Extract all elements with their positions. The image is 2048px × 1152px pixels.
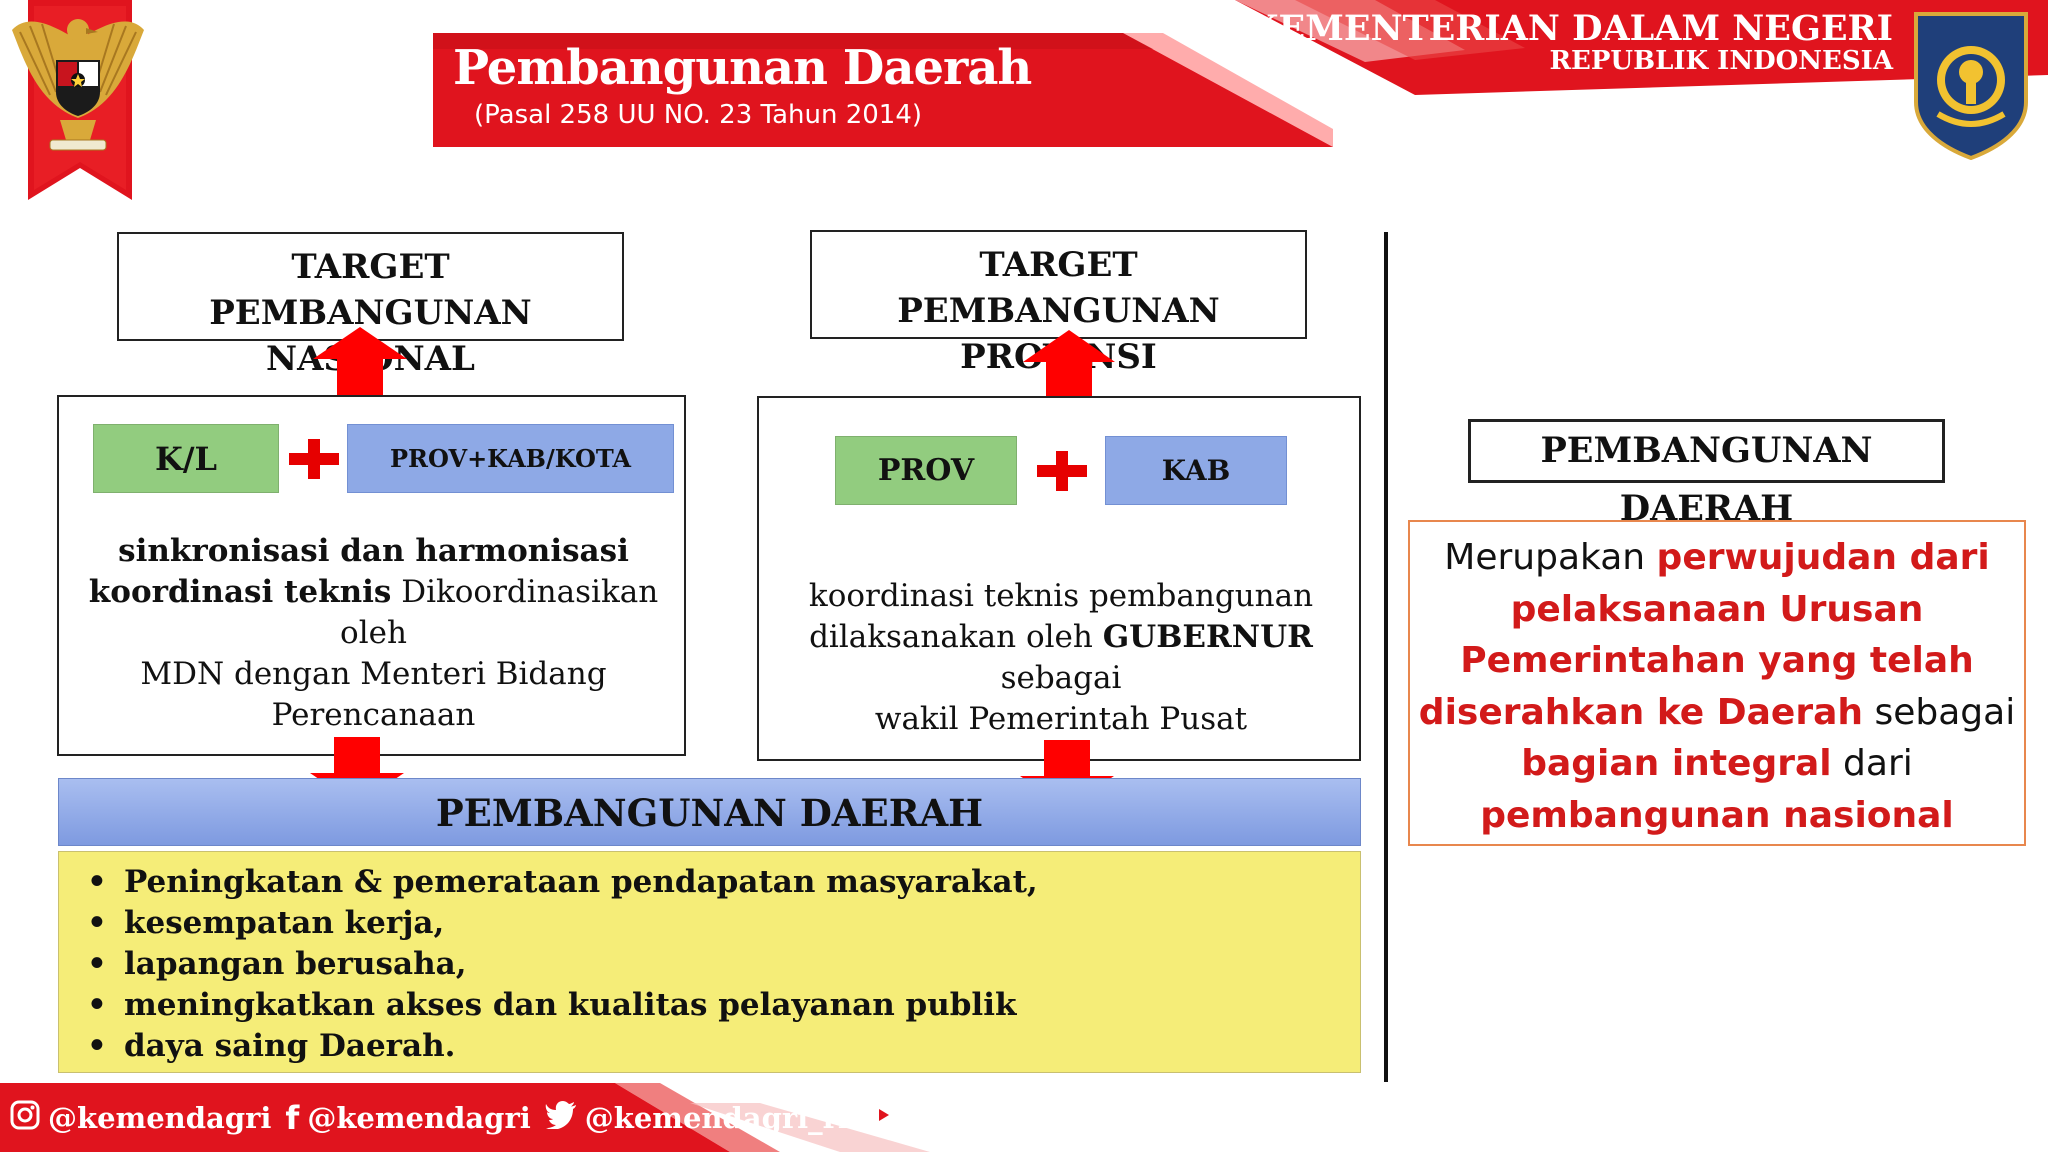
target-provinsi-line1: TARGET <box>979 245 1138 285</box>
arrow-up-icon <box>1023 330 1115 398</box>
goals-list: •Peningkatan & pemerataan pendapatan mas… <box>59 852 1360 1067</box>
chip-prov: PROV <box>835 436 1017 505</box>
kemendagri-logo-icon <box>1908 10 2034 161</box>
prov-desc-post2: sebagai <box>1000 660 1122 696</box>
prov-desc-line1: koordinasi teknis pembangunan <box>808 578 1314 614</box>
target-nasional-box: TARGET PEMBANGUNAN NASIONAL <box>117 232 624 379</box>
def-t5: dari <box>1831 743 1913 784</box>
target-nasional-line1: TARGET <box>291 247 450 287</box>
ministry-banner <box>1235 0 2048 95</box>
list-item: •daya saing Daerah. <box>87 1028 456 1064</box>
prov-box: PROV KAB koordinasi teknis pembangunan d… <box>757 396 1361 761</box>
instagram-icon[interactable] <box>10 1100 40 1137</box>
prov-desc-line3: wakil Pemerintah Pusat <box>874 701 1248 737</box>
list-item: •Peningkatan & pemerataan pendapatan mas… <box>87 864 1038 900</box>
facebook-icon[interactable]: f <box>285 1099 300 1137</box>
garuda-emblem-icon <box>0 0 150 205</box>
kl-description: sinkronisasi dan harmonisasi koordinasi … <box>59 531 688 736</box>
goals-box: •Peningkatan & pemerataan pendapatan mas… <box>58 851 1361 1073</box>
footer-banner <box>0 1083 940 1152</box>
def-r6: pembangunan nasional <box>1480 794 1954 836</box>
def-t4: sebagai <box>1863 691 2016 733</box>
page-subtitle: (Pasal 258 UU NO. 23 Tahun 2014) <box>474 100 923 130</box>
prov-desc-pre2: dilaksanakan oleh <box>809 619 1103 655</box>
kl-desc-line4: Perencanaan <box>271 697 476 733</box>
kl-desc-line3: MDN dengan Menteri Bidang <box>140 656 607 692</box>
prov-desc-bold2: GUBERNUR <box>1102 619 1313 655</box>
list-item: •meningkatkan akses dan kualitas pelayan… <box>87 987 1017 1023</box>
chip-kl: K/L <box>93 424 279 493</box>
chip-prov-kab-kota: PROV+KAB/KOTA <box>347 424 674 493</box>
plus-icon <box>1037 451 1087 491</box>
youtube-icon[interactable] <box>865 1101 901 1136</box>
chip-kab: KAB <box>1105 436 1287 505</box>
definition-box: Merupakan perwujudan dari pelaksanaan Ur… <box>1408 520 2026 846</box>
title-banner <box>433 33 1333 147</box>
kl-box: K/L PROV+KAB/KOTA sinkronisasi dan harmo… <box>57 395 686 756</box>
def-t1: Merupakan <box>1444 537 1657 578</box>
kl-desc-bold1: sinkronisasi dan harmonisasi <box>118 533 629 569</box>
list-item: •kesempatan kerja, <box>87 905 445 941</box>
page-title: Pembangunan Daerah <box>453 40 1032 96</box>
right-title: PEMBANGUNAN DAERAH <box>1468 419 1945 529</box>
plus-icon <box>289 439 339 479</box>
target-nasional-line2: PEMBANGUNAN NASIONAL <box>209 293 532 379</box>
def-r1: perwujudan dari <box>1656 537 1990 578</box>
social-links: @kemendagri f @kemendagri @kemendagri_ri <box>10 1099 901 1137</box>
def-r5: bagian integral <box>1521 743 1832 784</box>
facebook-handle[interactable]: @kemendagri <box>307 1101 531 1135</box>
kl-desc-rest2: Dikoordinasikan oleh <box>340 574 659 651</box>
twitter-handle[interactable]: @kemendagri_ri <box>584 1101 849 1135</box>
prov-description: koordinasi teknis pembangunan dilaksanak… <box>759 576 1363 740</box>
list-item: •lapangan berusaha, <box>87 946 467 982</box>
instagram-handle[interactable]: @kemendagri <box>48 1101 272 1135</box>
ministry-subtitle: REPUBLIK INDONESIA <box>1549 46 1893 76</box>
twitter-icon[interactable] <box>545 1100 577 1136</box>
def-r3: Pemerintahan yang telah <box>1460 640 1974 681</box>
def-r4: diserahkan ke Daerah <box>1418 691 1864 733</box>
def-r2: pelaksanaan Urusan <box>1510 588 1924 630</box>
ministry-name: KEMENTERIAN DALAM NEGERI <box>1248 8 1893 49</box>
pembangunan-daerah-bar: PEMBANGUNAN DAERAH <box>58 778 1361 846</box>
arrow-up-icon <box>313 327 407 395</box>
target-provinsi-box: TARGET PEMBANGUNAN PROVINSI <box>810 230 1307 377</box>
divider <box>1384 232 1388 1082</box>
kl-desc-bold2: koordinasi teknis <box>88 574 392 610</box>
